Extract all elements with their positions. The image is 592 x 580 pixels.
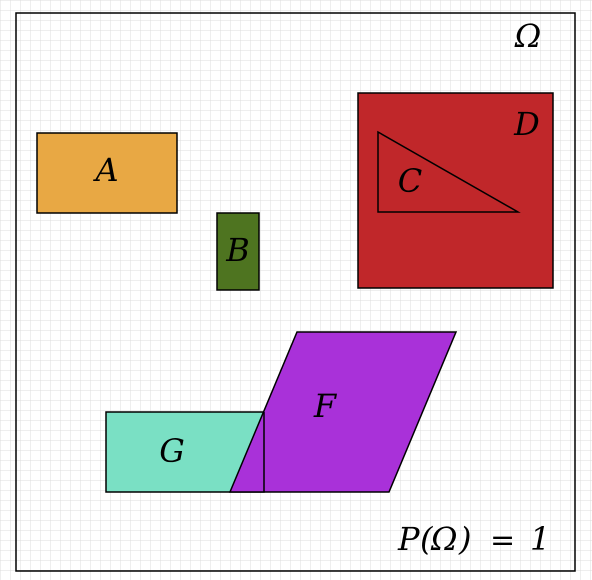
event-c-shape [377,130,521,213]
sample-space-label: Ω [514,17,542,55]
sample-space-border [15,12,576,572]
event-b-label: B [225,231,250,269]
probability-statement: P ( Ω ) = 1 [397,520,550,558]
probability-arg: Ω [430,520,458,558]
probability-close-paren: ) [458,520,471,558]
probability-func: P [397,520,420,558]
event-a-shape [36,132,178,214]
event-d-label: D [513,105,540,143]
event-c-label: C [398,162,422,200]
event-f-shape [228,331,458,493]
probability-value: 1 [530,520,550,558]
event-a-label: A [92,151,118,189]
event-f-label: F [313,387,338,425]
probability-equals: = [490,523,515,558]
event-g-label: G [159,432,185,470]
probability-open-paren: ( [420,520,434,558]
event-b-shape [216,212,260,291]
